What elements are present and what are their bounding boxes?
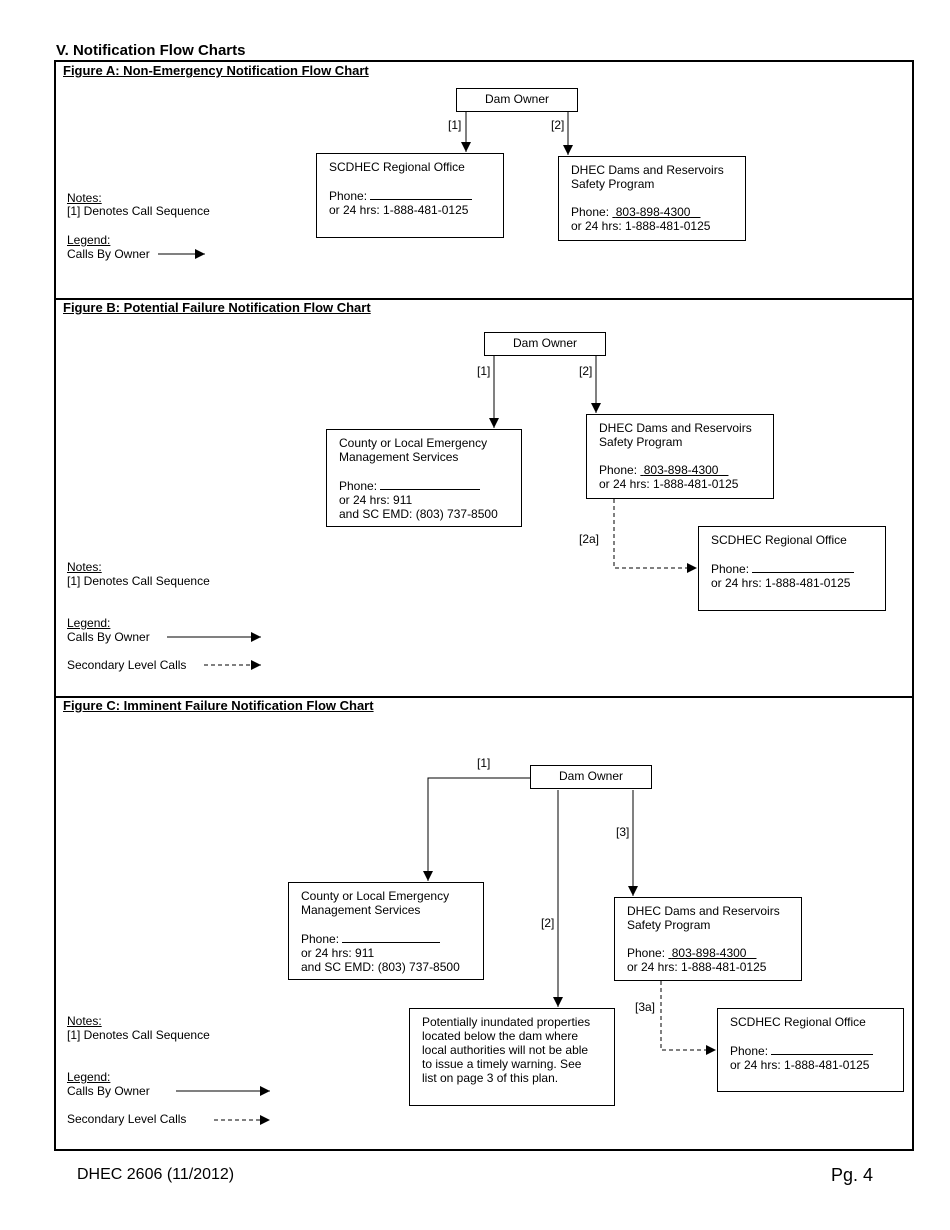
dam-owner-label: Dam Owner [484,92,549,106]
legend-title: Legend: [67,616,111,630]
dhec-program-line2: Safety Program [627,918,711,932]
footer-page-number: Pg. 4 [831,1165,874,1185]
figure-c-dam-owner-box: Dam Owner [530,765,652,789]
dhec-program-line2: Safety Program [571,177,655,191]
legend-secondary-calls: Secondary Level Calls [67,658,187,672]
figure-c-county-ems-box: County or Local Emergency Management Ser… [288,882,484,980]
inundated-line5: list on page 3 of this plan. [422,1071,559,1085]
seq-label-1: [1] [477,756,491,770]
notes-title: Notes: [67,1014,102,1028]
phone-label: Phone: [711,562,750,576]
legend-secondary-calls: Secondary Level Calls [67,1112,187,1126]
arrow-c3a-dashed [660,981,716,1055]
figure-a-dhec-program-box: DHEC Dams and Reservoirs Safety Program … [558,156,746,241]
legend-calls-by-owner: Calls By Owner [67,1084,150,1098]
inundated-line2: located below the dam where [422,1029,579,1043]
arrow-b2a-dashed [613,499,697,573]
figure-a-title: Figure A: Non-Emergency Notification Flo… [63,63,369,78]
hotline-text: or 24 hrs: 1-888-481-0125 [329,203,469,217]
seq-label-2a: [2a] [579,532,600,546]
figure-c-regional-office-box: SCDHEC Regional Office Phone: or 24 hrs:… [717,1008,904,1092]
county-emd: and SC EMD: (803) 737-8500 [301,960,460,974]
hotline-text: or 24 hrs: 1-888-481-0125 [599,477,739,491]
legend-title: Legend: [67,233,111,247]
footer-form-id: DHEC 2606 (11/2012) [77,1166,235,1183]
notes-title: Notes: [67,560,102,574]
phone-blank [771,1043,874,1055]
hotline-text: or 24 hrs: 1-888-481-0125 [711,576,851,590]
seq-label-1: [1] [448,118,462,132]
figure-b-county-ems-box: County or Local Emergency Management Ser… [326,429,522,527]
phone-label: Phone: [730,1044,769,1058]
county-911: or 24 hrs: 911 [339,493,413,507]
inundated-line1: Potentially inundated properties [422,1015,591,1029]
county-ems-line1: County or Local Emergency [339,436,488,450]
dhec-program-line1: DHEC Dams and Reservoirs [571,163,724,177]
dam-owner-label: Dam Owner [558,769,623,783]
notes-text: [1] Denotes Call Sequence [67,574,210,588]
phone-label: Phone: [571,205,610,219]
county-emd: and SC EMD: (803) 737-8500 [339,507,498,521]
phone-label: Phone: [627,946,666,960]
dhec-phone: 803-898-4300 [615,205,691,219]
regional-office-label: SCDHEC Regional Office [730,1015,866,1029]
county-ems-line2: Management Services [301,903,421,917]
dhec-phone: 803-898-4300 [643,463,719,477]
figure-b-title: Figure B: Potential Failure Notification… [63,300,371,315]
hotline-text: or 24 hrs: 1-888-481-0125 [571,219,711,233]
figure-c-frame [54,696,914,1151]
legend-title: Legend: [67,1070,111,1084]
notes-title: Notes: [67,191,102,205]
phone-label: Phone: [301,932,340,946]
figure-c-title: Figure C: Imminent Failure Notification … [63,698,374,713]
seq-label-2: [2] [579,364,593,378]
figure-a-regional-office-box: SCDHEC Regional Office Phone: or 24 hrs:… [316,153,504,238]
notes-text: [1] Denotes Call Sequence [67,1028,210,1042]
seq-label-3: [3] [616,825,630,839]
phone-label: Phone: [329,189,368,203]
seq-label-2: [2] [551,118,565,132]
county-911: or 24 hrs: 911 [301,946,375,960]
arrow-c1 [423,777,530,881]
hotline-text: or 24 hrs: 1-888-481-0125 [730,1058,870,1072]
hotline-text: or 24 hrs: 1-888-481-0125 [627,960,767,974]
seq-label-3a: [3a] [635,1000,656,1014]
legend-calls-by-owner: Calls By Owner [67,247,150,261]
phone-label: Phone: [339,479,378,493]
county-ems-line2: Management Services [339,450,459,464]
inundated-line3: local authorities will not be able [422,1043,589,1057]
county-ems-line1: County or Local Emergency [301,889,450,903]
dhec-program-line1: DHEC Dams and Reservoirs [627,904,780,918]
figure-a-dam-owner-box: Dam Owner [456,88,578,112]
phone-blank [752,561,855,573]
figure-b-dam-owner-box: Dam Owner [484,332,606,356]
figure-c-dhec-program-box: DHEC Dams and Reservoirs Safety Program … [614,897,802,981]
section-title: V. Notification Flow Charts [56,42,246,59]
phone-blank [380,478,481,490]
inundated-line4: to issue a timely warning. See [422,1057,582,1071]
seq-label-2: [2] [541,916,555,930]
figure-c-inundated-properties-box: Potentially inundated properties located… [409,1008,615,1106]
dhec-program-line2: Safety Program [599,435,683,449]
dhec-program-line1: DHEC Dams and Reservoirs [599,421,752,435]
seq-label-1: [1] [477,364,491,378]
legend-calls-by-owner: Calls By Owner [67,630,150,644]
phone-label: Phone: [599,463,638,477]
dhec-phone: 803-898-4300 [671,946,747,960]
notes-text: [1] Denotes Call Sequence [67,204,210,218]
figure-b-regional-office-box: SCDHEC Regional Office Phone: or 24 hrs:… [698,526,886,611]
figure-b-dhec-program-box: DHEC Dams and Reservoirs Safety Program … [586,414,774,499]
dam-owner-label: Dam Owner [512,336,577,350]
regional-office-label: SCDHEC Regional Office [329,160,465,174]
regional-office-label: SCDHEC Regional Office [711,533,847,547]
phone-blank [370,188,473,200]
phone-blank [342,931,441,943]
